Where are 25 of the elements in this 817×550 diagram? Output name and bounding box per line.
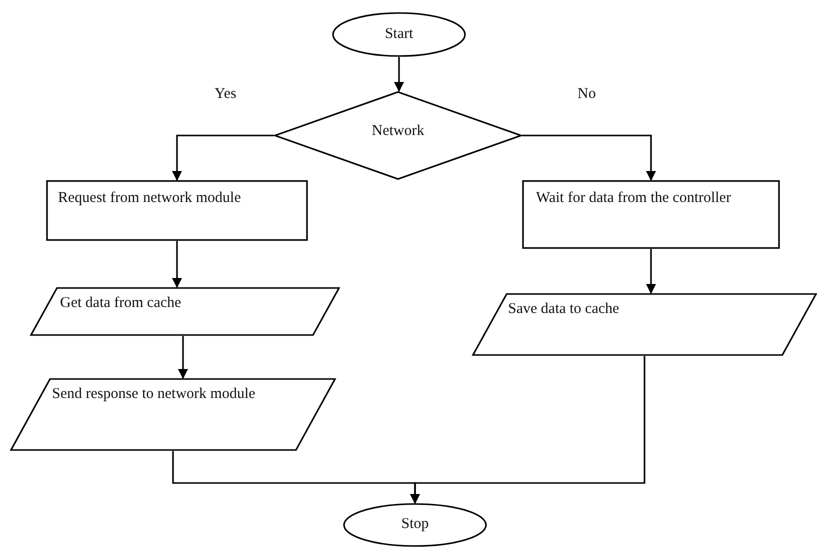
data-parallelogram xyxy=(30,287,340,336)
terminal-oval xyxy=(332,12,466,57)
process-box xyxy=(522,180,780,249)
edge-label: No xyxy=(578,86,596,102)
arrow xyxy=(646,249,656,294)
data-parallelogram xyxy=(472,293,817,356)
data-parallelogram xyxy=(10,378,336,451)
arrow xyxy=(522,134,656,181)
edge-label: Yes xyxy=(214,86,236,102)
terminal-oval xyxy=(343,503,487,547)
arrow xyxy=(410,356,646,504)
arrow xyxy=(394,57,404,92)
process-box xyxy=(46,180,308,241)
arrow xyxy=(178,336,188,379)
node-label: Send response to network module xyxy=(52,385,256,404)
arrow xyxy=(172,241,182,288)
node-label: Start xyxy=(384,25,414,44)
decision-diamond xyxy=(274,91,522,180)
node-label: Stop xyxy=(400,515,430,534)
node-label: Wait for data from the controller xyxy=(536,189,732,208)
node-label: Request from network module xyxy=(58,189,242,208)
node-label: Network xyxy=(370,122,426,141)
arrow xyxy=(172,134,274,181)
node-label: Get data from cache xyxy=(60,294,182,313)
node-label: Save data to cache xyxy=(508,300,620,319)
